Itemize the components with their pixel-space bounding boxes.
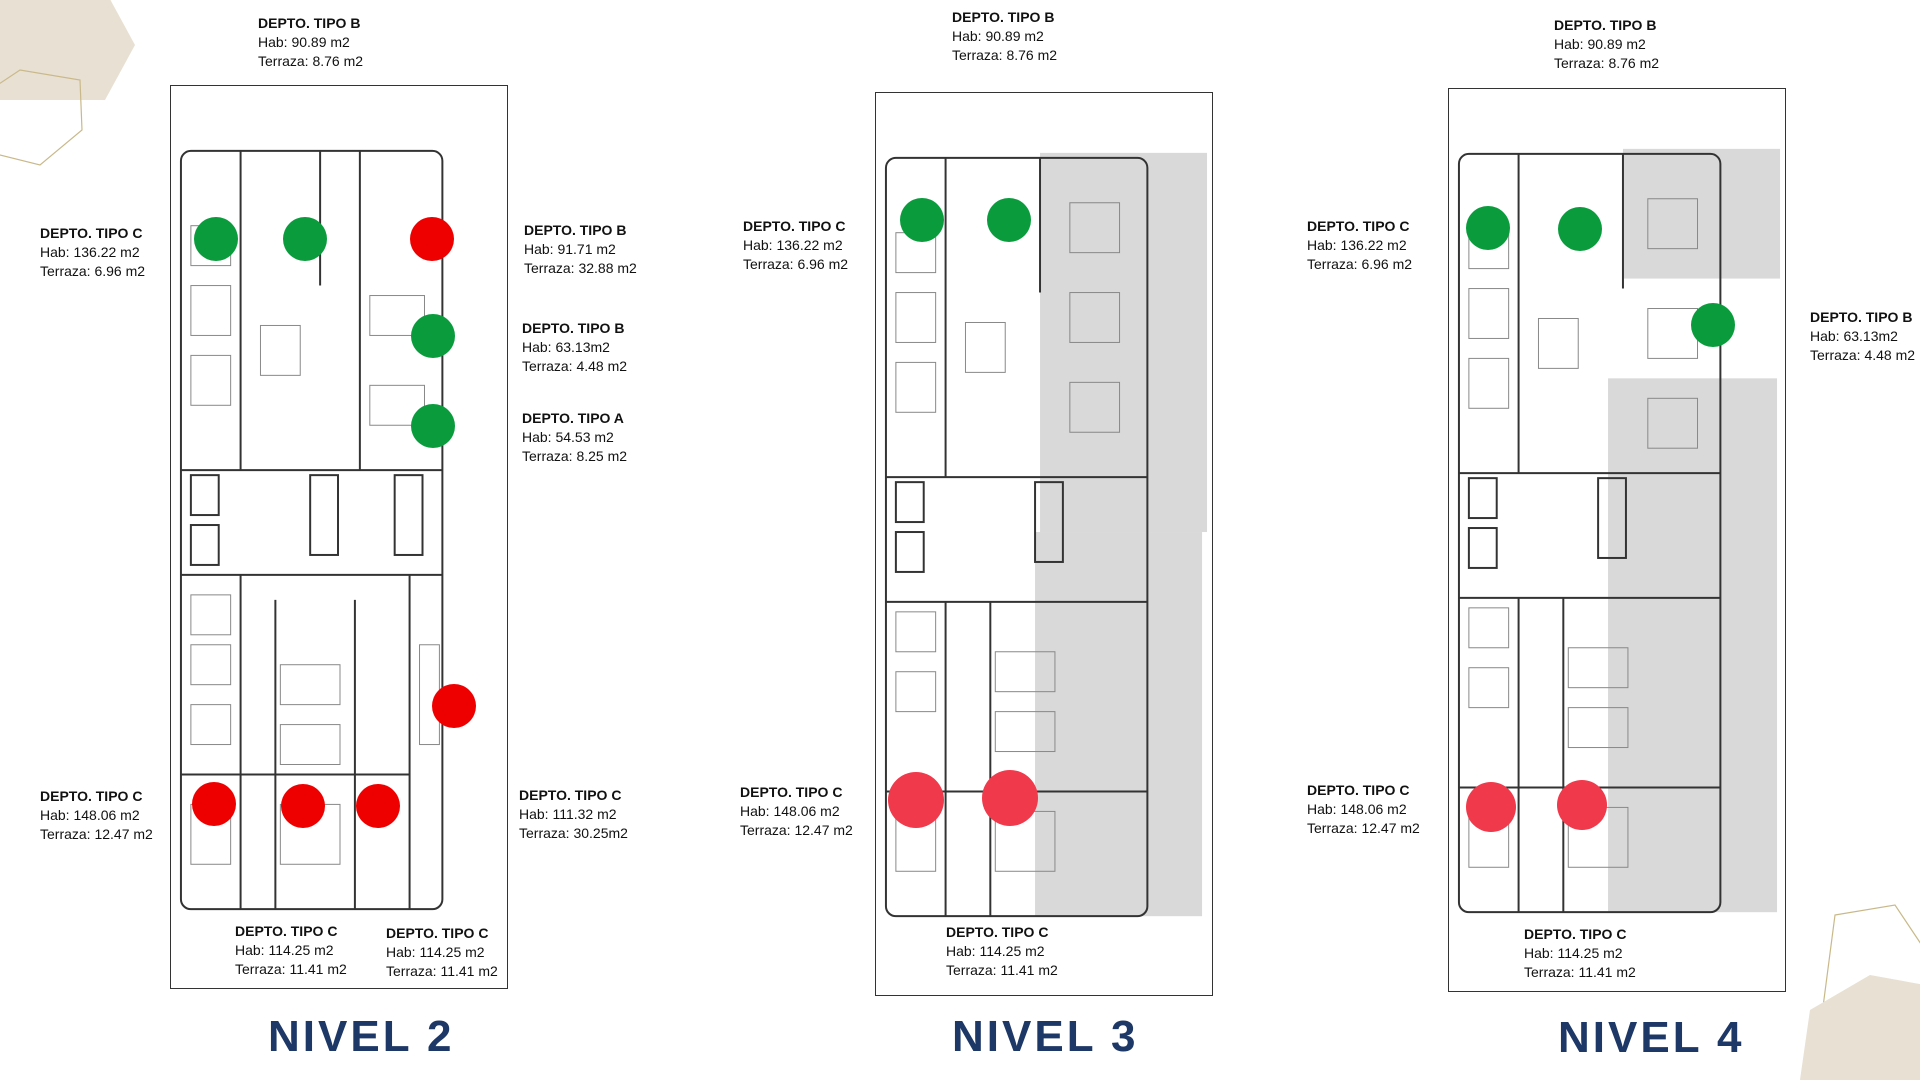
status-dot-available bbox=[987, 198, 1031, 242]
unit-terraza: Terraza: 11.41 m2 bbox=[386, 963, 498, 979]
unit-hab: Hab: 90.89 m2 bbox=[258, 34, 350, 50]
status-dot-available bbox=[283, 217, 327, 261]
unit-terraza: Terraza: 6.96 m2 bbox=[40, 263, 146, 279]
unit-label: DEPTO. TIPO C Hab: 136.22 m2 Terraza: 6.… bbox=[40, 224, 145, 281]
unit-hab: Hab: 136.22 m2 bbox=[743, 237, 843, 253]
status-dot-sold bbox=[1557, 780, 1607, 830]
hexagon-decoration-bottom-right bbox=[1800, 904, 1920, 1080]
unit-hab: Hab: 136.22 m2 bbox=[40, 244, 140, 260]
unit-type: DEPTO. TIPO B bbox=[1810, 309, 1913, 325]
unit-type: DEPTO. TIPO A bbox=[522, 410, 624, 426]
unit-label: DEPTO. TIPO C Hab: 111.32 m2 Terraza: 30… bbox=[519, 786, 628, 843]
unit-type: DEPTO. TIPO B bbox=[522, 320, 625, 336]
unit-terraza: Terraza: 11.41 m2 bbox=[1524, 964, 1636, 980]
status-dot-sold bbox=[1466, 782, 1516, 832]
unit-hab: Hab: 114.25 m2 bbox=[235, 942, 334, 958]
unit-type: DEPTO. TIPO B bbox=[1554, 17, 1657, 33]
unit-label: DEPTO. TIPO C Hab: 136.22 m2 Terraza: 6.… bbox=[1307, 217, 1412, 274]
status-dot-available bbox=[1691, 303, 1735, 347]
unit-hab: Hab: 91.71 m2 bbox=[524, 241, 616, 257]
unit-hab: Hab: 90.89 m2 bbox=[1554, 36, 1646, 52]
unit-label: DEPTO. TIPO C Hab: 114.25 m2 Terraza: 11… bbox=[386, 924, 498, 981]
unit-terraza: Terraza: 12.47 m2 bbox=[40, 826, 153, 842]
unit-label: DEPTO. TIPO B Hab: 63.13m2 Terraza: 4.48… bbox=[522, 319, 627, 376]
unit-hab: Hab: 148.06 m2 bbox=[40, 807, 140, 823]
unit-terraza: Terraza: 4.48 m2 bbox=[1810, 347, 1916, 363]
unit-label: DEPTO. TIPO C Hab: 114.25 m2 Terraza: 11… bbox=[235, 922, 347, 979]
unit-hab: Hab: 63.13m2 bbox=[522, 339, 610, 355]
unit-hab: Hab: 114.25 m2 bbox=[386, 944, 485, 960]
unit-type: DEPTO. TIPO C bbox=[740, 784, 843, 800]
unit-type: DEPTO. TIPO C bbox=[40, 788, 143, 804]
unit-label: DEPTO. TIPO C Hab: 148.06 m2 Terraza: 12… bbox=[1307, 781, 1420, 838]
unit-type: DEPTO. TIPO B bbox=[258, 15, 361, 31]
status-dot-available bbox=[194, 217, 238, 261]
unit-terraza: Terraza: 12.47 m2 bbox=[740, 822, 853, 838]
unit-label: DEPTO. TIPO C Hab: 148.06 m2 Terraza: 12… bbox=[740, 783, 853, 840]
unit-hab: Hab: 63.13m2 bbox=[1810, 328, 1898, 344]
unit-label: DEPTO. TIPO B Hab: 90.89 m2 Terraza: 8.7… bbox=[952, 8, 1057, 65]
unit-hab: Hab: 136.22 m2 bbox=[1307, 237, 1407, 253]
level-title: NIVEL 3 bbox=[952, 1012, 1139, 1061]
unit-label: DEPTO. TIPO C Hab: 148.06 m2 Terraza: 12… bbox=[40, 787, 153, 844]
unit-terraza: Terraza: 8.76 m2 bbox=[258, 53, 364, 69]
unit-hab: Hab: 114.25 m2 bbox=[1524, 945, 1623, 961]
unit-type: DEPTO. TIPO C bbox=[235, 923, 338, 939]
unit-terraza: Terraza: 11.41 m2 bbox=[946, 962, 1058, 978]
level-title: NIVEL 2 bbox=[268, 1012, 455, 1061]
status-dot-available bbox=[1558, 207, 1602, 251]
floor-plan-nivel-3 bbox=[875, 92, 1213, 996]
unit-hab: Hab: 148.06 m2 bbox=[740, 803, 840, 819]
unit-type: DEPTO. TIPO C bbox=[946, 924, 1049, 940]
unit-label: DEPTO. TIPO B Hab: 63.13m2 Terraza: 4.48… bbox=[1810, 308, 1915, 365]
level-title: NIVEL 4 bbox=[1558, 1013, 1745, 1062]
unit-type: DEPTO. TIPO B bbox=[524, 222, 627, 238]
unit-terraza: Terraza: 4.48 m2 bbox=[522, 358, 628, 374]
unit-type: DEPTO. TIPO C bbox=[519, 787, 622, 803]
unit-terraza: Terraza: 6.96 m2 bbox=[743, 256, 849, 272]
unit-terraza: Terraza: 30.25m2 bbox=[519, 825, 628, 841]
unit-terraza: Terraza: 11.41 m2 bbox=[235, 961, 347, 977]
unit-hab: Hab: 114.25 m2 bbox=[946, 943, 1045, 959]
unit-type: DEPTO. TIPO C bbox=[386, 925, 489, 941]
status-dot-sold bbox=[281, 784, 325, 828]
unit-terraza: Terraza: 12.47 m2 bbox=[1307, 820, 1420, 836]
unit-type: DEPTO. TIPO C bbox=[1307, 782, 1410, 798]
status-dot-available bbox=[900, 198, 944, 242]
unit-terraza: Terraza: 32.88 m2 bbox=[524, 260, 637, 276]
unit-hab: Hab: 54.53 m2 bbox=[522, 429, 614, 445]
unit-type: DEPTO. TIPO C bbox=[40, 225, 143, 241]
status-dot-available bbox=[411, 314, 455, 358]
unit-hab: Hab: 90.89 m2 bbox=[952, 28, 1044, 44]
floor-plan-drawing bbox=[884, 152, 1208, 918]
unit-label: DEPTO. TIPO B Hab: 91.71 m2 Terraza: 32.… bbox=[524, 221, 637, 278]
status-dot-sold bbox=[432, 684, 476, 728]
hexagon-decoration-top-left bbox=[0, 0, 135, 166]
unit-type: DEPTO. TIPO C bbox=[1524, 926, 1627, 942]
unit-label: DEPTO. TIPO B Hab: 90.89 m2 Terraza: 8.7… bbox=[1554, 16, 1659, 73]
unit-type: DEPTO. TIPO C bbox=[743, 218, 846, 234]
unit-label: DEPTO. TIPO A Hab: 54.53 m2 Terraza: 8.2… bbox=[522, 409, 627, 466]
status-dot-sold bbox=[192, 782, 236, 826]
status-dot-sold bbox=[410, 217, 454, 261]
status-dot-sold bbox=[356, 784, 400, 828]
unit-hab: Hab: 148.06 m2 bbox=[1307, 801, 1407, 817]
unit-label: DEPTO. TIPO C Hab: 136.22 m2 Terraza: 6.… bbox=[743, 217, 848, 274]
status-dot-sold bbox=[888, 772, 944, 828]
status-dot-available bbox=[411, 404, 455, 448]
unit-label: DEPTO. TIPO C Hab: 114.25 m2 Terraza: 11… bbox=[1524, 925, 1636, 982]
unit-label: DEPTO. TIPO B Hab: 90.89 m2 Terraza: 8.7… bbox=[258, 14, 363, 71]
unit-label: DEPTO. TIPO C Hab: 114.25 m2 Terraza: 11… bbox=[946, 923, 1058, 980]
unit-terraza: Terraza: 6.96 m2 bbox=[1307, 256, 1413, 272]
unit-terraza: Terraza: 8.76 m2 bbox=[952, 47, 1058, 63]
unit-terraza: Terraza: 8.25 m2 bbox=[522, 448, 628, 464]
status-dot-available bbox=[1466, 206, 1510, 250]
status-dot-sold bbox=[982, 770, 1038, 826]
unit-type: DEPTO. TIPO B bbox=[952, 9, 1055, 25]
unit-terraza: Terraza: 8.76 m2 bbox=[1554, 55, 1660, 71]
unit-hab: Hab: 111.32 m2 bbox=[519, 806, 617, 822]
unit-type: DEPTO. TIPO C bbox=[1307, 218, 1410, 234]
